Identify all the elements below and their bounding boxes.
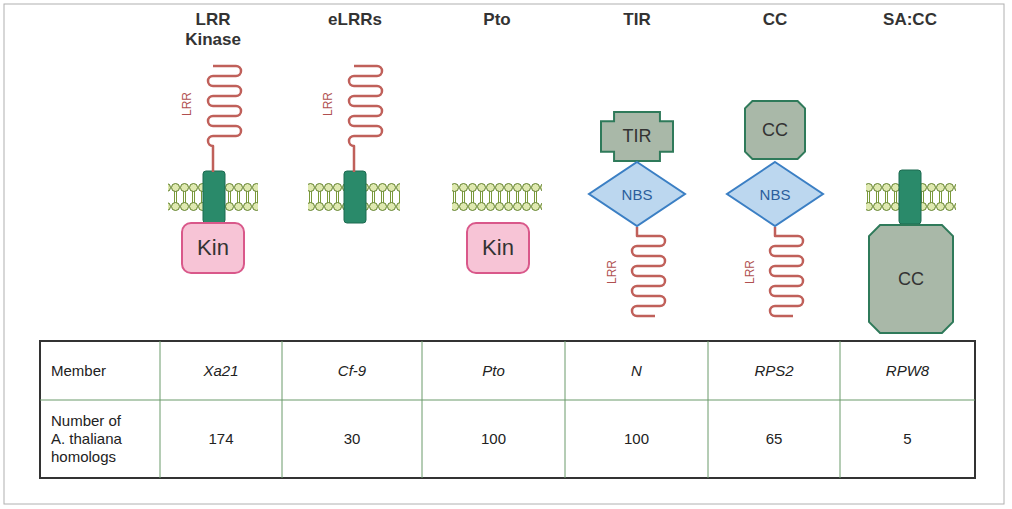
domain-name: CC [898, 269, 924, 290]
lrr-repeat [770, 227, 803, 316]
table-cell-text: 30 [344, 430, 361, 448]
table-cell: 100 [423, 401, 564, 477]
column-header: SA:CC [865, 10, 955, 54]
column-header-text: TIR [623, 10, 650, 30]
table-cell: Member [41, 342, 159, 399]
transmembrane-helix [344, 171, 366, 223]
nbs-diamond: NBS [588, 161, 686, 227]
column-header: eLRRs [310, 10, 400, 54]
table-border [40, 341, 975, 478]
table-cell-text: Pto [482, 362, 505, 380]
column-header-text: eLRRs [328, 10, 382, 30]
shape-fill [601, 112, 673, 161]
table-cell-text: N [631, 362, 642, 380]
transmembrane-helix [899, 170, 921, 224]
nbs-diamond: NBS [726, 161, 824, 227]
column-header-text: CC [763, 10, 788, 30]
shape-fill [869, 225, 953, 333]
table-cell-text: 5 [903, 430, 911, 448]
domain-name: NBS [622, 186, 653, 203]
shape-fill [727, 162, 823, 226]
table-cell-text: 65 [766, 430, 783, 448]
column-header-text: LRR Kinase [175, 10, 251, 51]
table-cell-text: Cf-9 [338, 362, 366, 380]
table-cell-text: Number of A. thaliana homologs [51, 412, 133, 466]
table-cell: Pto [423, 342, 564, 399]
kinase-box: Kin [181, 222, 245, 274]
table-cell-text: RPS2 [754, 362, 793, 380]
lrr-repeat [349, 66, 382, 172]
domain-label-text: LRR [321, 92, 335, 116]
table-cell: 30 [283, 401, 421, 477]
table-cell-text: RPW8 [886, 362, 929, 380]
table-rule [840, 341, 841, 478]
shape-fill [589, 162, 685, 226]
membrane [452, 183, 542, 211]
column-header: LRR Kinase [175, 10, 251, 54]
column-header-text: SA:CC [883, 10, 937, 30]
table-cell: Number of A. thaliana homologs [41, 401, 159, 477]
table-cell-text: 100 [624, 430, 649, 448]
domain-name: Kin [197, 235, 229, 261]
domain-label-text: LRR [605, 260, 619, 284]
domain-name: CC [762, 120, 788, 141]
table-rule [40, 400, 975, 401]
column-header: TIR [592, 10, 682, 54]
table-cell-text: Xa21 [203, 362, 238, 380]
frame [4, 4, 1004, 504]
shape-fill [467, 223, 529, 273]
table-cell: N [566, 342, 707, 399]
tir-domain: TIR [600, 111, 674, 162]
table-rule [160, 341, 161, 478]
domain-name: Kin [482, 235, 514, 261]
table-cell-text: 100 [481, 430, 506, 448]
lrr-repeat [632, 227, 665, 316]
table-rule [422, 341, 423, 478]
table-cell: 100 [566, 401, 707, 477]
shape-fill [182, 223, 244, 273]
domain-label: LRR [320, 84, 336, 124]
domain-label-text: LRR [180, 92, 194, 116]
table-cell-text: 174 [208, 430, 233, 448]
domain-label-text: LRR [743, 260, 757, 284]
table-cell: Xa21 [161, 342, 281, 399]
table-cell: RPS2 [709, 342, 839, 399]
domain-label: LRR [742, 252, 758, 292]
table-cell: RPW8 [841, 342, 974, 399]
shape-fill [745, 101, 805, 159]
table-cell: 5 [841, 401, 974, 477]
table-rule [282, 341, 283, 478]
table-cell: 65 [709, 401, 839, 477]
table-cell: Cf-9 [283, 342, 421, 399]
column-header-text: Pto [483, 10, 510, 30]
cc-domain: CC [744, 100, 806, 160]
table-cell: 174 [161, 401, 281, 477]
table-rule [708, 341, 709, 478]
table-rule [565, 341, 566, 478]
column-header: Pto [452, 10, 542, 54]
column-header: CC [730, 10, 820, 54]
table-cell-text: Member [51, 362, 106, 380]
domain-name: TIR [623, 126, 652, 147]
domain-label: LRR [604, 252, 620, 292]
transmembrane-helix [203, 171, 225, 223]
domain-name: NBS [760, 186, 791, 203]
domain-label: LRR [179, 84, 195, 124]
lrr-repeat [208, 66, 241, 172]
kinase-box: Kin [466, 222, 530, 274]
cc-domain: CC [868, 224, 954, 334]
